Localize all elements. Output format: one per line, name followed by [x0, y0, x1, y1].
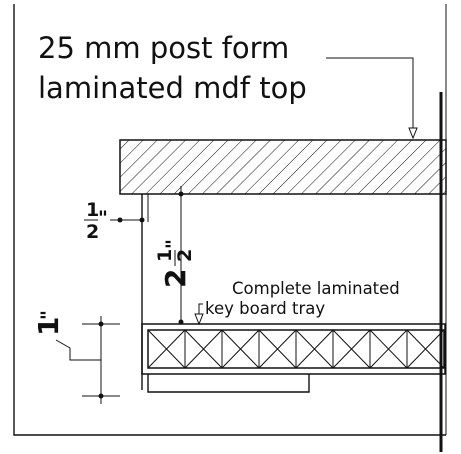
svg-text:1: 1: [32, 317, 65, 336]
tray-leader-line: [198, 303, 203, 318]
dim-one-dot-bottom: [98, 393, 104, 399]
top-leader-arrow: [408, 127, 418, 140]
svg-text:": ": [37, 310, 59, 320]
dim-twohalf-dot-bottom: [178, 319, 184, 325]
svg-text:2: 2: [86, 221, 99, 243]
dim-half-dot-2: [139, 217, 145, 223]
dim-one-label: 1 ": [32, 310, 65, 336]
dim-twohalf-dot-top: [178, 191, 184, 197]
svg-text:": ": [162, 239, 184, 249]
tray-cross-hatching: [147, 329, 445, 369]
laminated-top: [119, 139, 447, 195]
svg-text:2: 2: [174, 249, 196, 262]
dim-twohalf-label: 2 1 2 ": [154, 239, 196, 288]
svg-text:1: 1: [86, 199, 99, 221]
top-leader-line: [326, 57, 414, 134]
dim-half-dot-1: [117, 217, 123, 223]
tray-leader-arrow: [194, 313, 204, 326]
svg-text:2: 2: [159, 269, 192, 288]
frame-border: [13, 4, 446, 436]
svg-text:1: 1: [154, 249, 176, 262]
top-label-line1: 25 mm post form: [38, 31, 289, 65]
tray-rail: [147, 374, 310, 393]
dim-one-dot-top: [98, 321, 104, 327]
dim-one-leader: [55, 339, 101, 361]
tray-label-line1: Complete laminated: [232, 279, 400, 298]
svg-text:": ": [98, 207, 108, 229]
dim-half-label: 1 2 ": [84, 199, 108, 243]
top-label-line2: laminated mdf top: [38, 71, 307, 105]
tray-outer-box: [141, 323, 446, 375]
tray-label-line2: key board tray: [205, 299, 325, 318]
